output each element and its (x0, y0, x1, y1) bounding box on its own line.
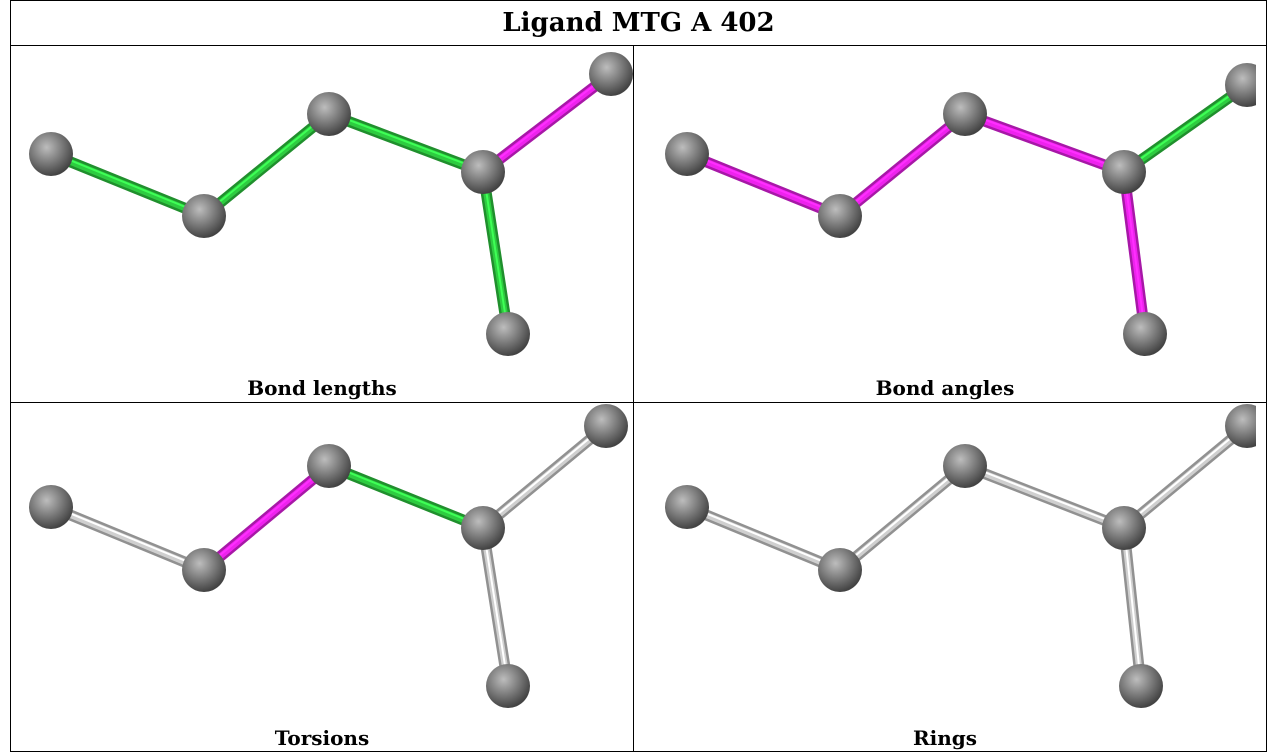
bond-1 (198, 460, 335, 576)
bond-1 (198, 108, 335, 222)
column-divider (633, 46, 634, 752)
caption-torsions: Torsions (274, 726, 370, 750)
atom-5 (486, 664, 530, 708)
bond-3 (477, 68, 617, 178)
panel-torsions (11, 403, 633, 725)
atom-4 (1225, 404, 1256, 448)
bond-2 (323, 108, 489, 178)
panel-bond-angles (634, 46, 1256, 376)
atom-3 (1102, 506, 1146, 550)
bond-1 (834, 108, 971, 222)
atom-1 (818, 194, 862, 238)
atom-0 (665, 132, 709, 176)
bond-4 (477, 166, 514, 340)
bond-3 (1118, 79, 1253, 178)
row-divider (10, 402, 1267, 403)
bond-4 (1118, 166, 1151, 340)
atom-1 (182, 548, 226, 592)
atom-1 (818, 548, 862, 592)
bond-0 (681, 501, 846, 576)
atom-0 (29, 132, 73, 176)
atom-3 (461, 506, 505, 550)
atom-3 (461, 150, 505, 194)
atom-0 (29, 485, 73, 529)
atom-2 (943, 92, 987, 136)
atom-0 (665, 485, 709, 529)
atom-4 (1225, 63, 1256, 107)
caption-bond-angles: Bond angles (875, 376, 1015, 400)
atom-4 (589, 52, 633, 96)
atom-2 (307, 92, 351, 136)
atom-3 (1102, 150, 1146, 194)
atom-2 (943, 444, 987, 488)
molecule-torsions (29, 404, 628, 708)
bond-2 (959, 460, 1130, 534)
panel-bond-lengths (11, 46, 633, 376)
bond-0 (681, 148, 846, 222)
bond-2 (959, 108, 1130, 178)
bond-4 (477, 522, 514, 692)
panel-rings (634, 403, 1256, 725)
bond-1 (834, 460, 971, 576)
atom-5 (1123, 312, 1167, 356)
atom-1 (182, 194, 226, 238)
molecule-bond-lengths (29, 52, 633, 356)
bond-2 (323, 460, 489, 534)
caption-rings: Rings (912, 726, 977, 750)
bond-4 (1118, 522, 1147, 692)
atom-4 (584, 404, 628, 448)
figure-frame (10, 0, 1267, 752)
atom-5 (1119, 664, 1163, 708)
bond-3 (1118, 420, 1253, 534)
bond-0 (45, 501, 210, 576)
caption-bond-lengths: Bond lengths (247, 376, 397, 400)
bond-3 (477, 420, 612, 534)
figure-title: Ligand MTG A 402 (10, 0, 1267, 46)
molecule-rings (665, 404, 1256, 708)
atom-2 (307, 444, 351, 488)
bond-0 (45, 148, 210, 222)
molecule-bond-angles (665, 63, 1256, 356)
atom-5 (486, 312, 530, 356)
